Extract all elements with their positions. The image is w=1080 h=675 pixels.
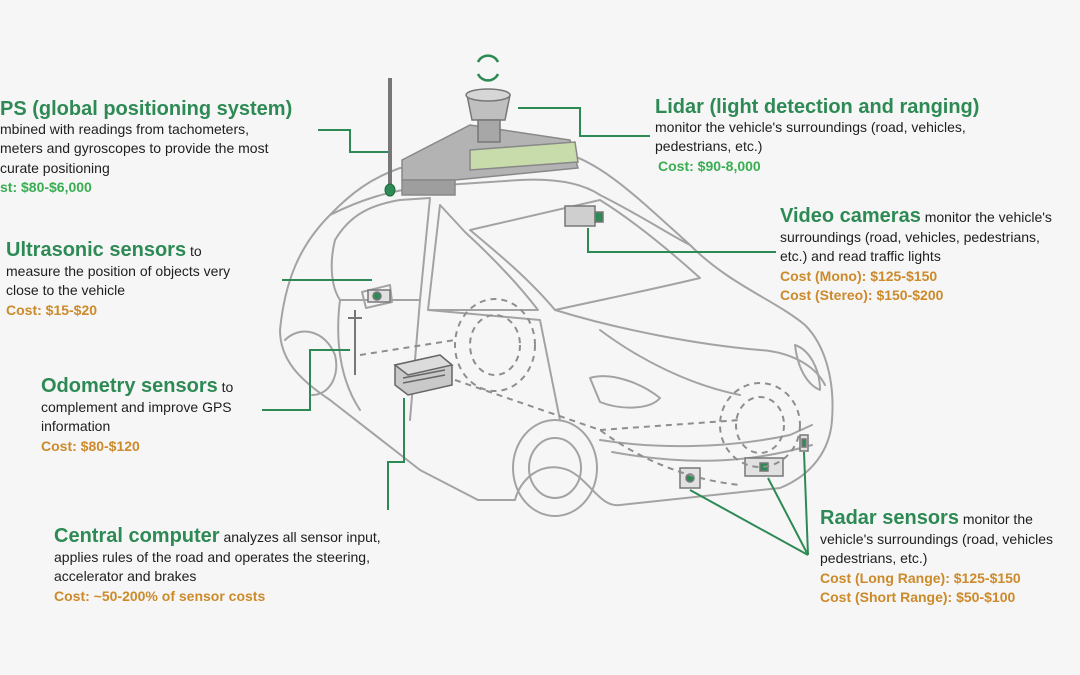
video-connector [587, 228, 776, 253]
ultrasonic-title: Ultrasonic sensors [6, 239, 187, 261]
video-title: Video cameras [780, 205, 921, 227]
rear-wheel [284, 330, 338, 396]
car-roof-outline [329, 178, 691, 246]
lidar-desc-line-1: monitor the vehicle's surroundings (road… [655, 118, 966, 135]
ultrasonic-cost: Cost: $15-$20 [6, 301, 98, 318]
gps-cost: st: $80-$6,000 [0, 179, 92, 195]
roof-rack [401, 124, 579, 196]
radar-connector-1 [689, 489, 809, 556]
computer-title: Central computer [54, 525, 220, 547]
central-computer-box [393, 354, 454, 396]
radar-cost-short: Cost (Short Range): $50-$100 [820, 589, 1016, 605]
lidar-connector [518, 107, 650, 137]
bumper-outline [599, 424, 813, 448]
gps-connector [318, 129, 388, 153]
radar-connector-3 [803, 451, 809, 556]
video-desc-line-1: surroundings (road, vehicles, pedestrian… [780, 228, 1040, 245]
video-cost-stereo: Cost (Stereo): $150-$200 [780, 287, 944, 303]
computer-connector [387, 398, 405, 510]
odometry-cost: Cost: $80-$120 [41, 437, 140, 454]
computer-desc-line-1: applies rules of the road and operates t… [54, 548, 370, 565]
video-callout: Video cameras monitor the vehicle's surr… [780, 205, 1052, 306]
lidar-unit [465, 88, 511, 143]
radar-connector-2 [767, 477, 809, 556]
side-window-outline [330, 197, 431, 301]
lidar-spin-icon [476, 54, 500, 82]
sensor-field-rear [454, 298, 536, 392]
video-desc-lead: monitor the vehicle's [920, 209, 1052, 225]
radar-callout: Radar sensors monitor the vehicle's surr… [820, 507, 1054, 608]
computer-callout: Central computer analyzes all sensor inp… [54, 525, 381, 606]
radar-sensor-left [679, 467, 701, 489]
mirror-outline [361, 284, 393, 309]
video-camera [564, 205, 604, 227]
computer-desc-line-2: accelerator and brakes [54, 568, 197, 584]
odometry-callout: Odometry sensors to complement and impro… [41, 375, 234, 456]
radar-cost-long: Cost (Long Range): $125-$150 [820, 569, 1021, 586]
ultrasonic-desc-line-2: close to the vehicle [6, 282, 126, 298]
odometry-desc-lead: to [217, 379, 234, 395]
ultrasonic-sensor [367, 289, 391, 303]
computer-desc-lead: analyzes all sensor input, [219, 529, 381, 545]
gps-desc-line-3: curate positioning [0, 159, 110, 176]
ultrasonic-desc-lead: to [186, 243, 202, 259]
headlight-outline [589, 375, 661, 409]
lidar-desc-line-2: pedestrians, etc.) [655, 138, 763, 154]
computer-cost: Cost: ~50-200% of sensor costs [54, 587, 266, 604]
radar-desc-line-2: pedestrians, etc.) [820, 550, 928, 566]
radar-desc-line-1: vehicle's surroundings (road, vehicles [820, 530, 1054, 547]
video-desc-line-2: etc.) and read traffic lights [780, 248, 941, 264]
odometry-connector [262, 349, 350, 411]
gps-desc-line-1: mbined with readings from tachometers, [0, 120, 249, 137]
radar-sensor-right [799, 434, 809, 452]
video-cost-mono: Cost (Mono): $125-$150 [780, 267, 938, 284]
lidar-cost: Cost: $90-8,000 [658, 157, 761, 174]
gps-desc-line-2: meters and gyroscopes to provide the mos… [0, 140, 269, 156]
gps-title: PS (global positioning system) [0, 98, 293, 120]
gps-callout: PS (global positioning system) mbined wi… [0, 98, 293, 198]
odometry-title: Odometry sensors [41, 375, 218, 397]
radar-title: Radar sensors [820, 507, 959, 529]
car-body-outline [279, 151, 834, 507]
lidar-callout: Lidar (light detection and ranging) moni… [655, 96, 980, 176]
sensor-field-front [719, 382, 801, 468]
radar-desc-lead: monitor the [958, 511, 1033, 527]
ultrasonic-desc-line-1: measure the position of objects very [6, 262, 231, 279]
ultrasonic-callout: Ultrasonic sensors to measure the positi… [6, 239, 231, 320]
odometry-desc-line-2: information [41, 418, 111, 434]
odometry-sensor [348, 310, 362, 375]
windshield-outline [469, 199, 701, 311]
wiring-path [359, 339, 741, 486]
front-wheel [512, 419, 598, 517]
lidar-title: Lidar (light detection and ranging) [655, 96, 980, 118]
hood-outline [554, 309, 826, 386]
odometry-desc-line-1: complement and improve GPS [41, 398, 232, 415]
